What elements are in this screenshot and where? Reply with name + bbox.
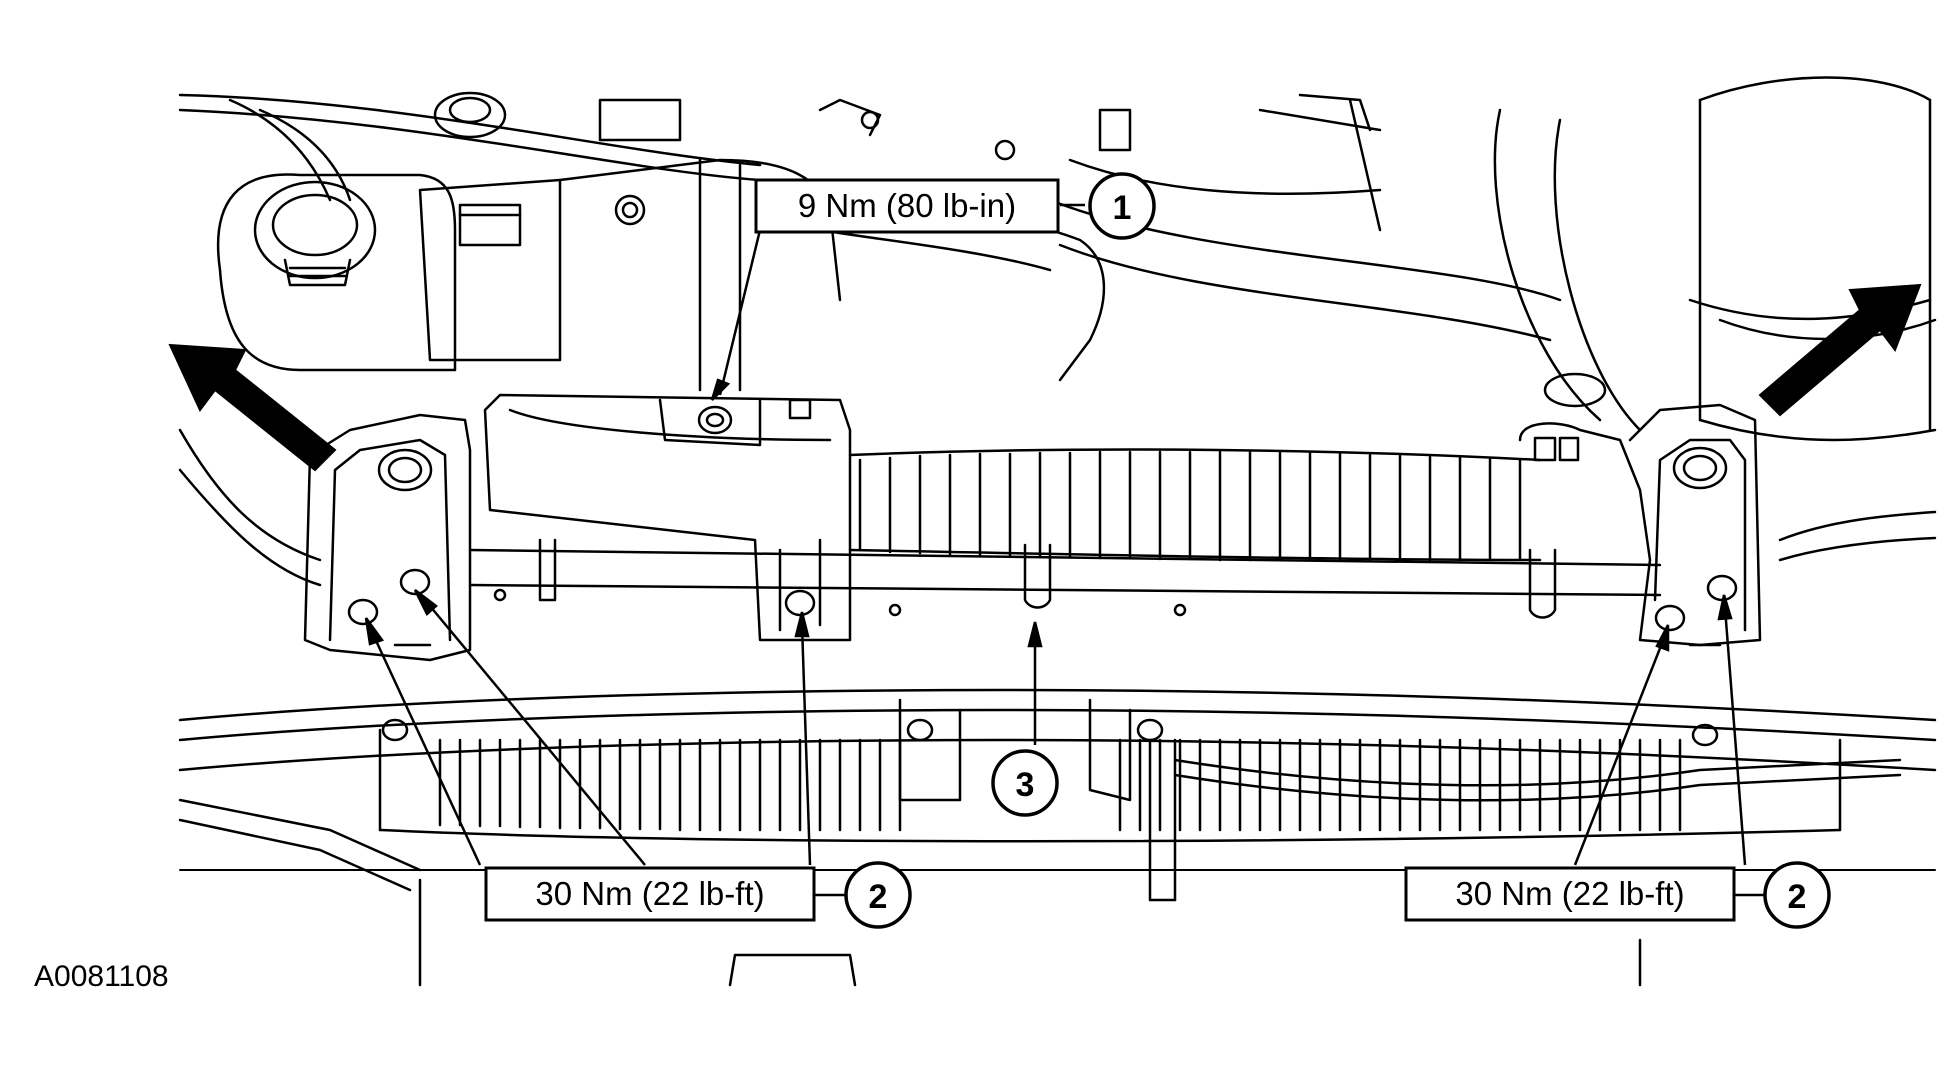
direction-arrow-right [1758,283,1922,417]
callout-number-2-right: 2 [1788,878,1807,916]
callout-number-2-left: 2 [869,878,888,916]
callout-number-3: 3 [1016,766,1035,804]
torque-label-box-1 [754,178,1060,234]
torque-label-2-right: 30 Nm (22 lb-ft) [1455,875,1684,912]
callout-circle-2-right [1763,861,1831,929]
torque-label-1: 9 Nm (80 lb-in) [798,187,1016,224]
callout-circle-2-left [844,861,912,929]
torque-label-2-left: 30 Nm (22 lb-ft) [535,875,764,912]
figure-id: A0081108 [34,960,169,993]
torque-label-box-2-right [1404,866,1736,922]
torque-label-box-2-left [484,866,816,922]
callout-2-left: 30 Nm (22 lb-ft) 2 [484,861,912,929]
callout-3: 3 [991,749,1059,817]
direction-arrow-left [168,343,337,472]
leader-lines [364,203,1765,897]
callout-number-1: 1 [1113,189,1132,227]
callout-circle-3 [991,749,1059,817]
callout-2-right: 30 Nm (22 lb-ft) 2 [1404,861,1831,929]
callout-circle-1 [1088,172,1156,240]
callout-1: 9 Nm (80 lb-in) 1 [754,172,1156,240]
